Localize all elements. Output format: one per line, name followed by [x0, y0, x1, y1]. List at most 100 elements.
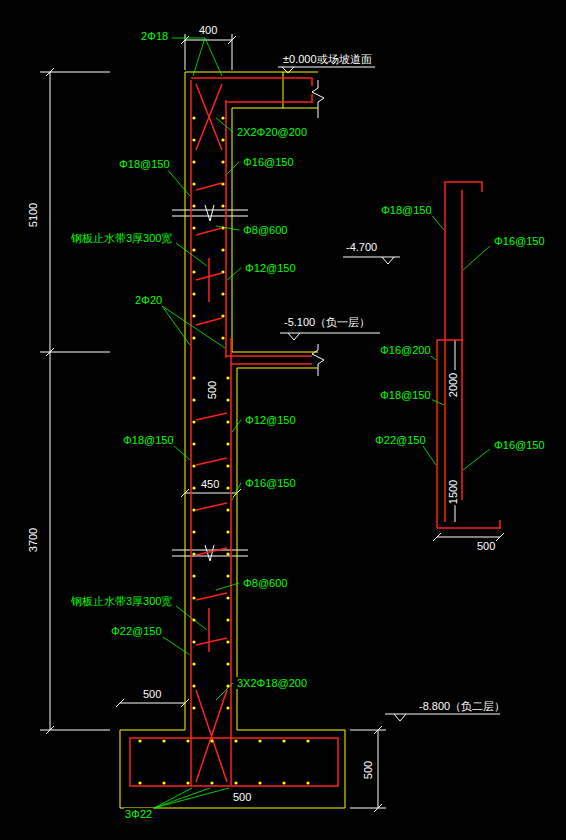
break-symbol — [312, 344, 324, 376]
rebar-dot — [221, 292, 224, 295]
annotation-text: 400 — [198, 24, 218, 36]
rebar-dot — [226, 464, 229, 467]
annotation-text: 钢板止水带3厚300宽 — [70, 595, 173, 607]
dim-line — [50, 72, 51, 730]
rebar — [130, 78, 500, 786]
annotation-text: -5.100（负一层） — [283, 316, 371, 328]
rebar-dot — [226, 508, 229, 511]
rebar-dot — [221, 314, 224, 317]
rebar-dot — [162, 739, 165, 742]
dim-400 — [181, 34, 236, 70]
rebar-dot — [221, 336, 224, 339]
rebar-dot — [234, 739, 237, 742]
waterstop — [208, 258, 210, 652]
tie-bar — [196, 638, 227, 645]
annotation-text: Φ22@150 — [374, 434, 427, 446]
rebar-dot — [226, 530, 229, 533]
rebar-dot — [192, 420, 195, 423]
leader-line — [160, 635, 190, 655]
annotation-text: -8.800（负二层） — [418, 700, 506, 712]
rebar-dot — [221, 138, 224, 141]
rebar-dot — [258, 781, 261, 784]
leader-line — [227, 162, 239, 174]
rebar-footing — [130, 738, 338, 786]
rebar-dot — [226, 420, 229, 423]
rebar-dot — [226, 662, 229, 665]
dim-tick — [46, 68, 54, 734]
tie-bar — [196, 318, 222, 325]
rebar-dot — [186, 781, 189, 784]
detail-rebar — [437, 340, 500, 528]
leader-line — [172, 444, 190, 460]
leader-line — [166, 168, 190, 196]
rebar-dot — [226, 618, 229, 621]
rebar-dot — [192, 706, 195, 709]
rebar-dot — [226, 640, 229, 643]
rebar-dot — [192, 204, 195, 207]
rebar-dot — [234, 781, 237, 784]
annotation-text: Φ12@150 — [244, 262, 297, 274]
rebar-dot — [192, 226, 195, 229]
annotation-text: ±0.000或场坡道面 — [282, 53, 373, 65]
rebar-dot — [282, 739, 285, 742]
leader-line — [176, 243, 207, 266]
rebar-dot — [221, 248, 224, 251]
tie-bar — [196, 228, 222, 235]
dimension-text: 3700 — [27, 527, 39, 553]
rebar-dot — [186, 739, 189, 742]
elevation-mark — [343, 257, 400, 264]
leader-line — [172, 38, 222, 76]
rebar-dot — [192, 662, 195, 665]
break-symbol — [312, 80, 324, 118]
annotation-text: Φ18@150 — [122, 434, 175, 446]
rebar-dot — [192, 248, 195, 251]
rebar-inner-upper — [225, 100, 227, 358]
tie-bar — [196, 413, 227, 420]
tie-bar — [196, 503, 227, 510]
rebar-dot — [192, 376, 195, 379]
rebar-dot — [258, 739, 261, 742]
leader-line — [154, 788, 229, 808]
rebar-dot — [192, 530, 195, 533]
rebar-dot — [138, 781, 141, 784]
rebar-outer — [190, 80, 192, 786]
rebar-dot — [226, 596, 229, 599]
rebar-dot — [192, 552, 195, 555]
annotation-text: 500 — [142, 688, 162, 700]
leader-line — [227, 268, 241, 280]
leader-line — [216, 118, 233, 132]
elevation-mark — [385, 714, 500, 721]
annotation-text: 3X2Φ18@200 — [236, 677, 308, 689]
tie-bar — [196, 273, 222, 280]
leader-line — [232, 420, 241, 432]
rebar-slab — [226, 356, 312, 364]
dimension-text: 5100 — [27, 202, 39, 228]
tie-bar — [196, 548, 227, 555]
rebar-dot — [192, 314, 195, 317]
annotation-text: 3Φ22 — [124, 808, 153, 820]
elevation-mark — [280, 333, 380, 340]
rebar-dot — [226, 442, 229, 445]
leader-line — [463, 449, 490, 470]
annotation-text: -4.700 — [345, 241, 378, 253]
rebar-repeats — [138, 116, 309, 784]
wall-outline — [120, 72, 345, 808]
dimension-text: 2000 — [447, 372, 459, 398]
rebar-dot — [192, 640, 195, 643]
rebar-dot — [306, 781, 309, 784]
rebar-dot — [226, 486, 229, 489]
rebar-slab — [226, 94, 312, 102]
slab-top — [185, 72, 318, 73]
rebar-dot — [221, 160, 224, 163]
leader-line — [463, 246, 490, 270]
annotation-text: Φ18@150 — [380, 204, 433, 216]
annotation-text: Φ18@150 — [118, 158, 171, 170]
break-symbol — [172, 205, 248, 221]
rebar-dot — [226, 398, 229, 401]
dim-450 — [181, 489, 241, 497]
dimension-text: 500 — [206, 380, 218, 400]
dimension-text: 1500 — [447, 479, 459, 505]
rebar-dot — [221, 204, 224, 207]
